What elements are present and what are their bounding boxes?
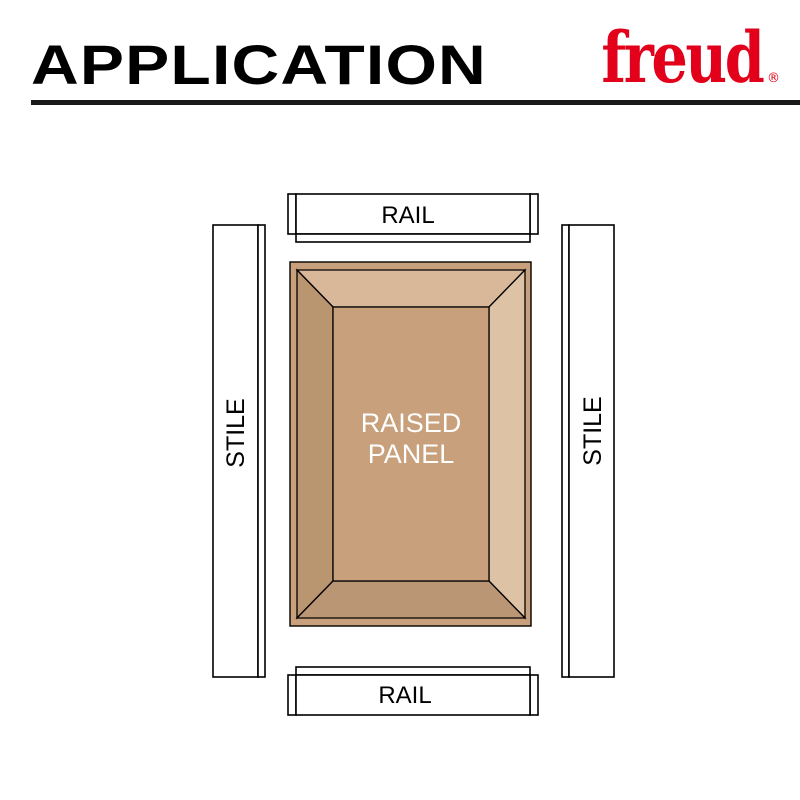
rail-top-left-tenon xyxy=(287,193,297,235)
rail-bottom: RAIL xyxy=(287,666,539,716)
stile-left-label: STILE xyxy=(222,398,250,467)
page-title: APPLICATION xyxy=(31,33,487,96)
rail-bottom-edge xyxy=(295,666,531,676)
panel-label-line2: PANEL xyxy=(368,439,455,469)
stile-right-edge xyxy=(561,224,570,678)
stile-left: STILE xyxy=(212,224,266,678)
panel-bottom-bevel xyxy=(295,580,527,619)
rail-top-edge xyxy=(295,233,531,243)
stile-right-face xyxy=(568,224,615,678)
header-divider xyxy=(31,100,800,105)
panel-left-bevel xyxy=(296,268,334,620)
stile-left-edge xyxy=(257,224,266,678)
rail-bottom-label: RAIL xyxy=(378,682,431,709)
rail-bottom-right-tenon xyxy=(529,674,539,716)
stile-right-label: STILE xyxy=(579,396,607,465)
rail-bottom-face xyxy=(295,674,531,716)
rail-top: RAIL xyxy=(287,193,539,243)
rail-top-right-tenon xyxy=(529,193,539,235)
registered-mark: ® xyxy=(767,71,780,86)
brand-logo: freud xyxy=(600,16,764,99)
raised-panel: RAISED PANEL xyxy=(289,261,532,627)
rail-top-label: RAIL xyxy=(381,202,434,229)
panel-top-bevel xyxy=(295,269,527,308)
panel-label-line1: RAISED xyxy=(361,408,462,438)
rail-bottom-left-tenon xyxy=(287,674,297,716)
rail-top-face xyxy=(295,193,531,235)
stile-right: STILE xyxy=(561,224,615,678)
panel-field xyxy=(332,306,490,582)
panel-right-bevel xyxy=(488,268,526,620)
